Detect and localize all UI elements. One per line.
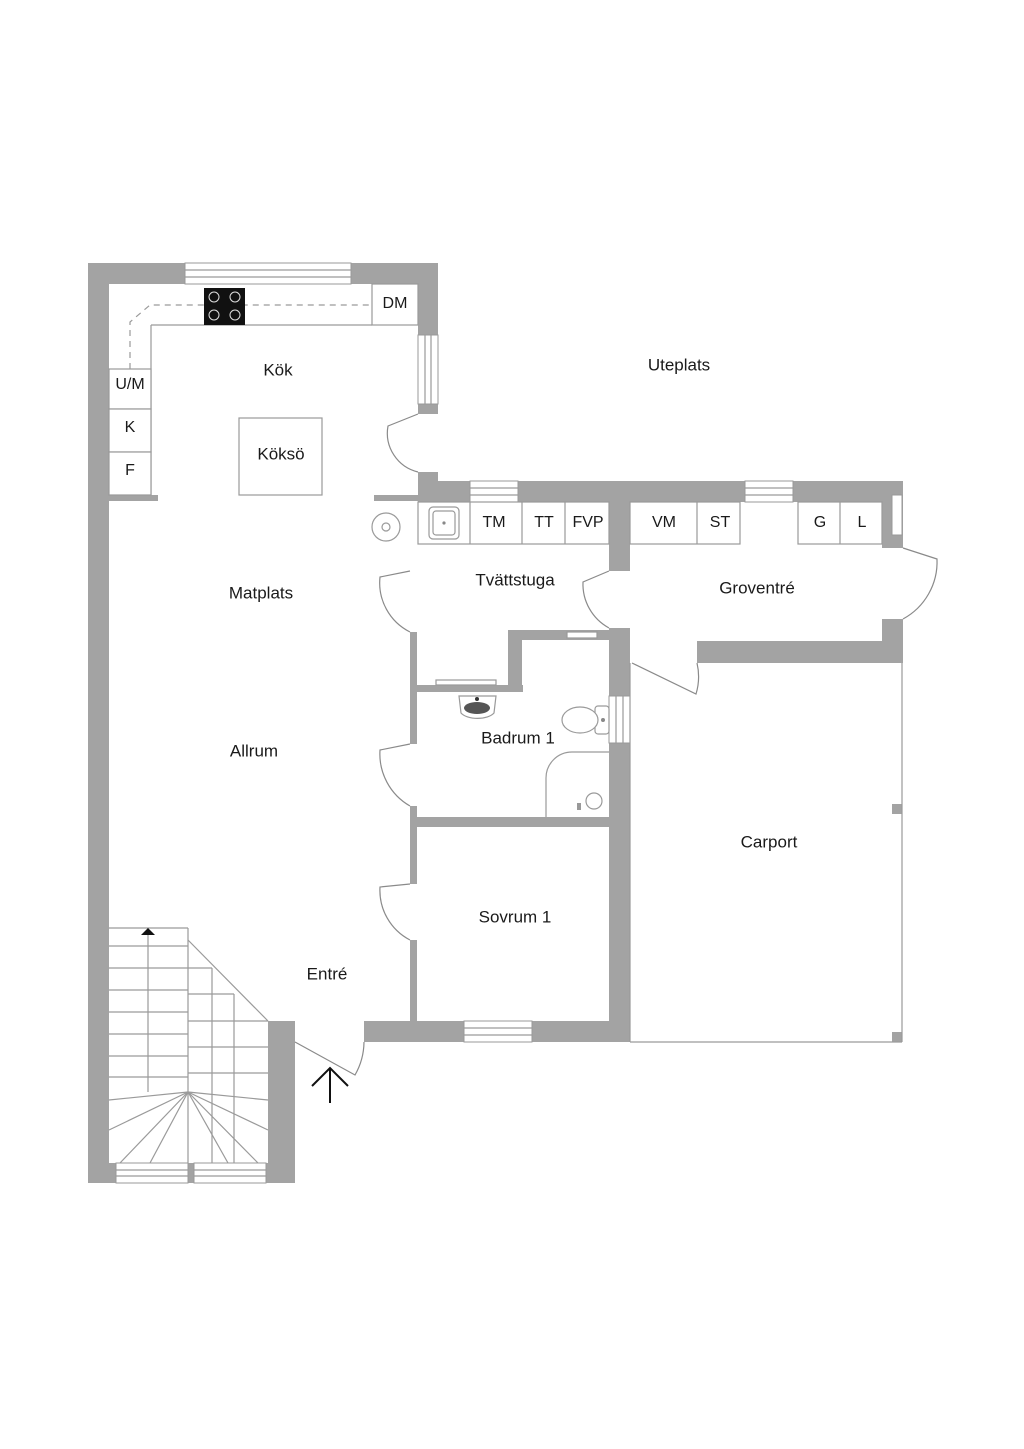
triangle-up-icon — [141, 928, 155, 935]
room-label-carport: Carport — [741, 832, 798, 851]
room-label-allrum: Allrum — [230, 741, 278, 760]
appliance-vm: VM — [652, 514, 676, 531]
kitchen-fixtures — [108, 283, 419, 496]
carport-outline — [629, 663, 903, 1043]
staircase — [108, 927, 269, 1164]
room-label-kok: Kök — [263, 360, 293, 379]
room-label-badrum: Badrum 1 — [481, 728, 555, 747]
appliance-dm: DM — [383, 295, 408, 312]
room-label-tvattstuga: Tvättstuga — [475, 570, 555, 589]
room-label-kokso: Köksö — [257, 444, 304, 463]
doors — [294, 413, 938, 1076]
floor-drain-icon — [371, 512, 401, 542]
bathroom-fixtures — [458, 695, 610, 817]
arrow-up-icon — [311, 1066, 349, 1103]
room-label-matplats: Matplats — [229, 583, 293, 602]
windows — [115, 262, 903, 1184]
washbasin-icon — [458, 695, 497, 720]
room-label-entre: Entré — [307, 964, 348, 983]
room-label-sovrum: Sovrum 1 — [479, 907, 552, 926]
toilet-icon — [561, 705, 610, 735]
appliance-labels: DM U/M K F TM TT FVP VM ST G L — [115, 295, 866, 531]
appliance-tm: TM — [482, 514, 505, 531]
room-label-uteplats: Uteplats — [648, 355, 710, 374]
appliance-fvp: FVP — [572, 514, 603, 531]
appliance-l: L — [858, 514, 867, 531]
appliance-g: G — [814, 514, 826, 531]
utility-fixtures — [371, 501, 883, 686]
appliance-f: F — [125, 462, 135, 479]
appliance-k: K — [125, 419, 136, 436]
room-labels: Kök Köksö Matplats Allrum Entré Uteplats… — [229, 355, 798, 983]
appliance-tt: TT — [534, 514, 554, 531]
appliance-st: ST — [710, 514, 731, 531]
cooktop-icon — [204, 288, 245, 325]
sink-icon — [428, 506, 460, 540]
room-label-groventre: Groventré — [719, 578, 795, 597]
walls — [88, 263, 903, 1183]
appliance-um: U/M — [115, 376, 144, 393]
